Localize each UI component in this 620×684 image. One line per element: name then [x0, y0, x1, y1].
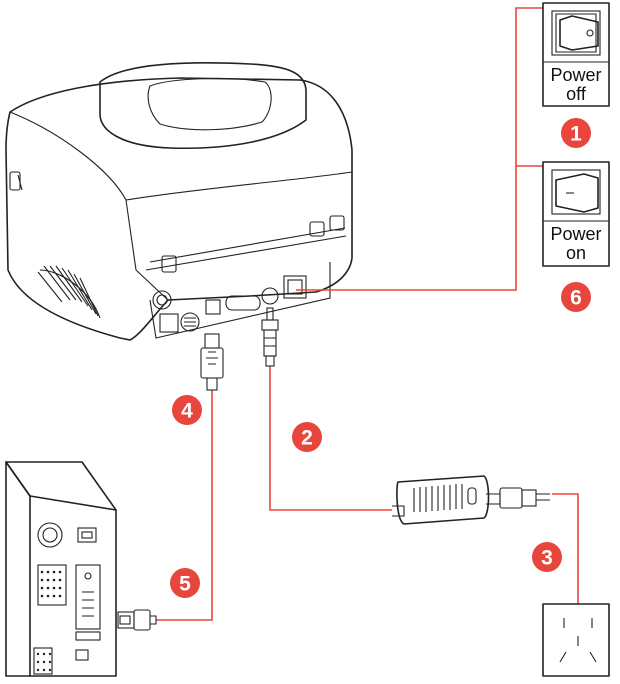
step-badge-5: 5 — [170, 568, 200, 598]
dc-power-plug — [261, 307, 279, 367]
step-badge-6: 6 — [561, 282, 591, 312]
power-on-label-line2: on — [566, 243, 586, 263]
step-badge-5-number: 5 — [179, 573, 191, 596]
step-badge-1: 1 — [561, 118, 591, 148]
step-badge-3: 3 — [532, 542, 562, 572]
power-off-label-line1: Power — [550, 65, 601, 85]
power-adapter — [392, 475, 550, 525]
step-badge-4: 4 — [172, 395, 202, 425]
wall-outlet — [542, 603, 610, 677]
step-badge-2: 2 — [292, 422, 322, 452]
power-off-panel: Power off — [542, 2, 610, 107]
step-badge-6-number: 6 — [570, 287, 582, 310]
label-printer — [5, 62, 353, 341]
power-off-label-line2: off — [566, 84, 587, 104]
power-on-panel: Power on — [542, 161, 610, 267]
power-on-label-line1: Power — [550, 224, 601, 244]
usb-a-plug — [117, 609, 157, 631]
computer-tower — [5, 461, 117, 677]
usb-b-plug — [200, 333, 224, 391]
step-badge-1-number: 1 — [570, 123, 582, 146]
step-badge-3-number: 3 — [541, 547, 553, 570]
cables — [156, 7, 579, 621]
step-badge-2-number: 2 — [301, 427, 313, 450]
step-badge-4-number: 4 — [181, 400, 193, 423]
